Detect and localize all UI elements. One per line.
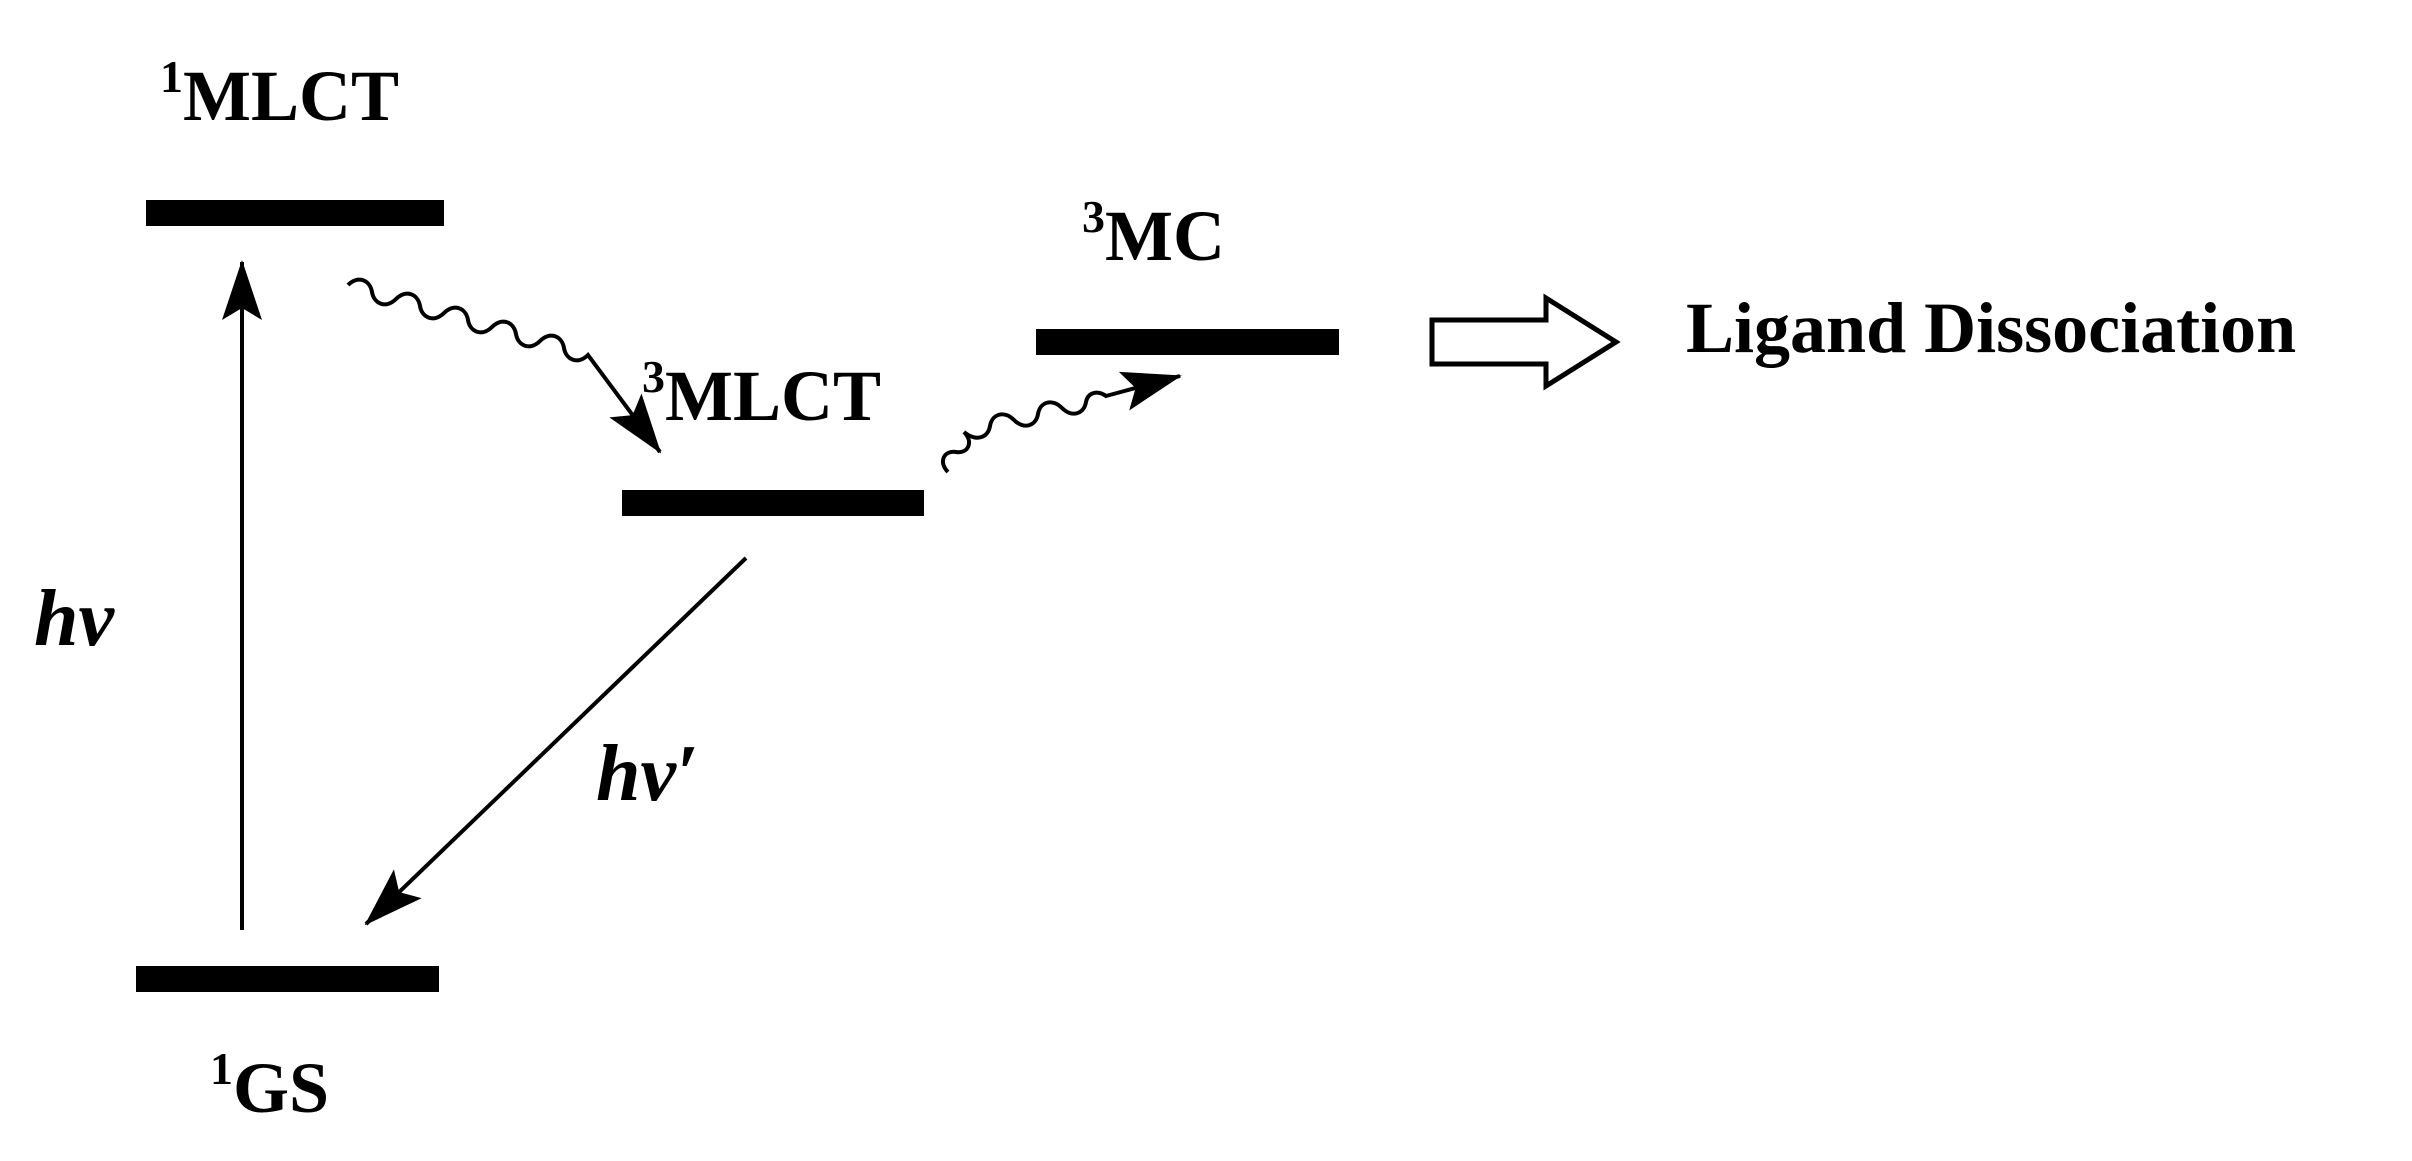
- label-3mc: 3MC: [1082, 191, 1225, 276]
- level-3mc: [1036, 329, 1339, 355]
- ligand-dissociation-label: Ligand Dissociation: [1686, 288, 2296, 368]
- label-1mlct: 1MLCT: [160, 51, 399, 136]
- label-3mc-sup: 3: [1082, 191, 1105, 242]
- label-1mlct-sup: 1: [160, 51, 183, 102]
- mlct-to-mc-wavy-arrow: [940, 371, 1182, 474]
- absorption-label: hν: [34, 575, 115, 663]
- label-3mlct-name: MLCT: [665, 356, 881, 436]
- label-1gs-sup: 1: [210, 1043, 233, 1094]
- label-1gs: 1GS: [210, 1043, 329, 1128]
- label-3mlct: 3MLCT: [642, 351, 881, 436]
- dissociation-block-arrow: [1429, 293, 1621, 391]
- level-1mlct: [146, 200, 444, 226]
- emission-label: hν′: [596, 730, 699, 818]
- label-1mlct-name: MLCT: [183, 56, 399, 136]
- level-1gs: [136, 966, 439, 992]
- level-3mlct: [622, 490, 924, 516]
- label-3mlct-sup: 3: [642, 351, 665, 402]
- label-3mc-name: MC: [1105, 196, 1225, 276]
- emission-arrow: [364, 556, 748, 926]
- isc-wavy-arrow: [346, 277, 662, 454]
- label-1gs-name: GS: [233, 1048, 329, 1128]
